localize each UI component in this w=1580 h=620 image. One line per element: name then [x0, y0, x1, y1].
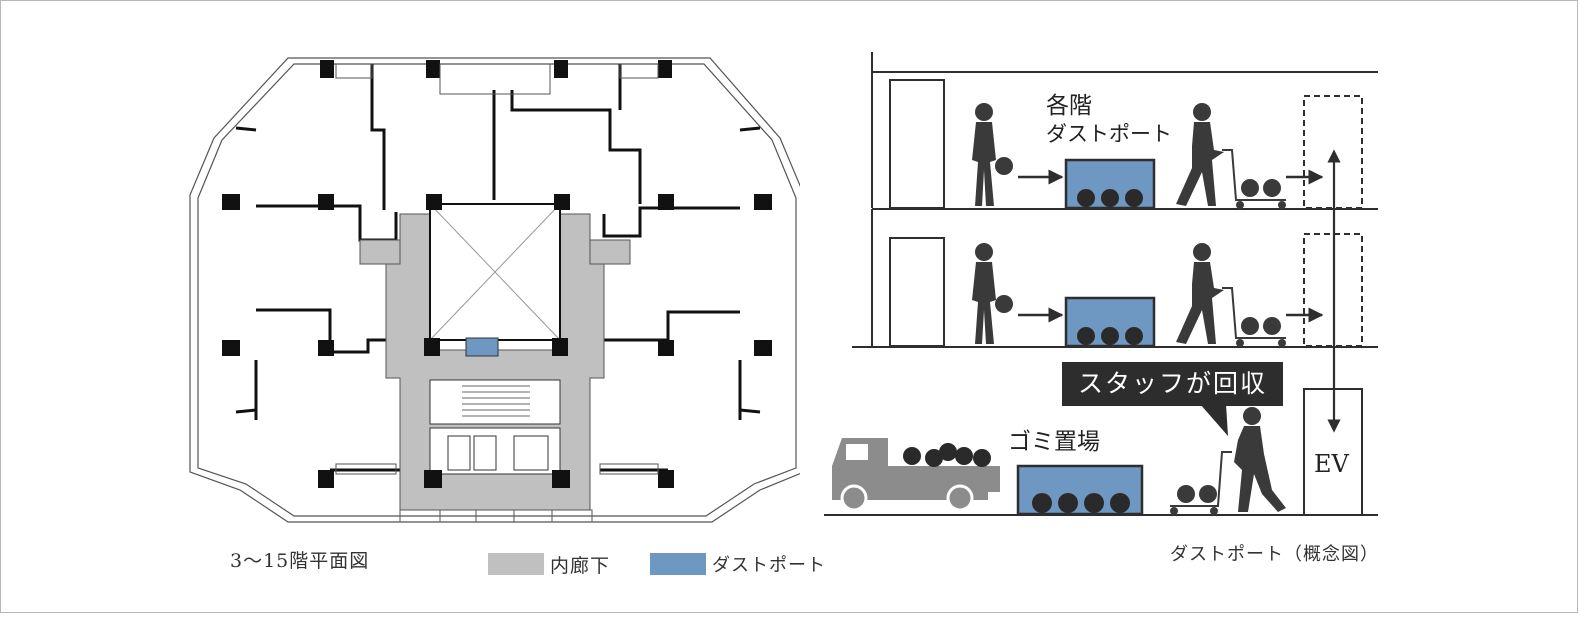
legend-swatch-corridor: [488, 553, 544, 575]
legend-label-dustport: ダストポート: [712, 555, 826, 576]
floor-plan: [189, 57, 800, 523]
floor-dustport-label: 各階 ダストポート: [1046, 92, 1172, 147]
resident-figure-icon: [972, 103, 1013, 344]
door-icon: [889, 79, 945, 347]
legend-swatch-dustport: [650, 553, 706, 575]
staff-figure-icon: [1176, 103, 1286, 512]
garbage-truck-icon: [832, 438, 1000, 512]
floor-dustport-label-line1: 各階: [1046, 93, 1092, 119]
floor-plan-caption: 3～15階平面図: [230, 550, 370, 572]
garbage-area-label: ゴミ置場: [1008, 429, 1100, 455]
legend-label-corridor: 内廊下: [550, 555, 611, 577]
staff-collects-bubble: スタッフが回収: [1062, 362, 1284, 406]
floor-dustport-label-line2: ダストポート: [1046, 121, 1172, 146]
concept-caption: ダストポート（概念図）: [1170, 544, 1379, 565]
elevator-label: EV: [1314, 450, 1349, 478]
